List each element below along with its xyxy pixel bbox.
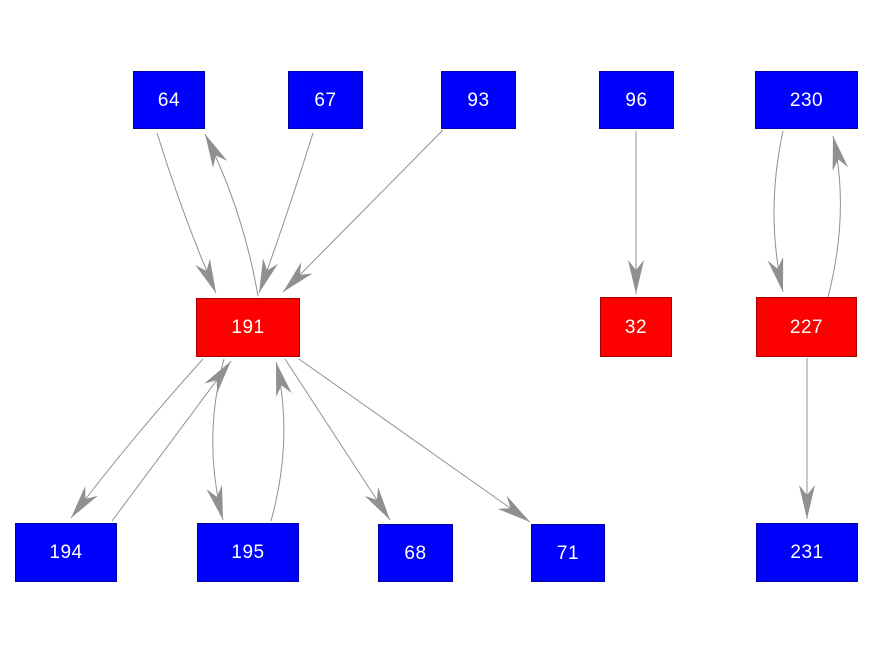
edge-195-191 [270,361,292,522]
edge-194-191 [111,360,232,522]
node-71: 71 [531,524,605,582]
node-230-label: 230 [789,89,824,111]
edge-64-191 [156,132,217,294]
node-194-label: 194 [49,542,83,563]
node-93-label: 93 [467,89,490,111]
edge-191-195 [206,358,225,521]
node-195-label: 195 [231,542,265,563]
node-231: 231 [756,523,858,582]
edge-191-68 [284,358,391,521]
node-194: 194 [15,523,117,582]
node-71-label: 71 [556,542,580,564]
node-191: 191 [196,298,300,357]
node-231-label: 231 [790,542,824,563]
node-64-label: 64 [157,89,181,111]
node-230: 230 [755,71,858,129]
node-68: 68 [378,524,453,582]
edge-227-230 [827,135,849,298]
node-227-label: 227 [789,316,824,338]
node-32: 32 [600,297,672,357]
edge-191-64 [204,133,259,297]
edge-191-194 [70,358,204,519]
edge-67-191 [258,132,314,294]
edge-93-191 [282,129,444,293]
edge-230-227 [767,130,784,293]
node-96: 96 [599,71,674,129]
node-195: 195 [197,523,299,582]
node-64: 64 [133,71,205,129]
edge-191-71 [298,358,531,523]
node-67-label: 67 [314,89,337,111]
node-67: 67 [288,71,363,129]
node-32-label: 32 [624,316,648,338]
node-93: 93 [441,71,516,129]
node-68-label: 68 [404,542,427,564]
node-96-label: 96 [625,89,648,111]
node-227: 227 [756,297,857,357]
node-191-label: 191 [231,317,265,338]
